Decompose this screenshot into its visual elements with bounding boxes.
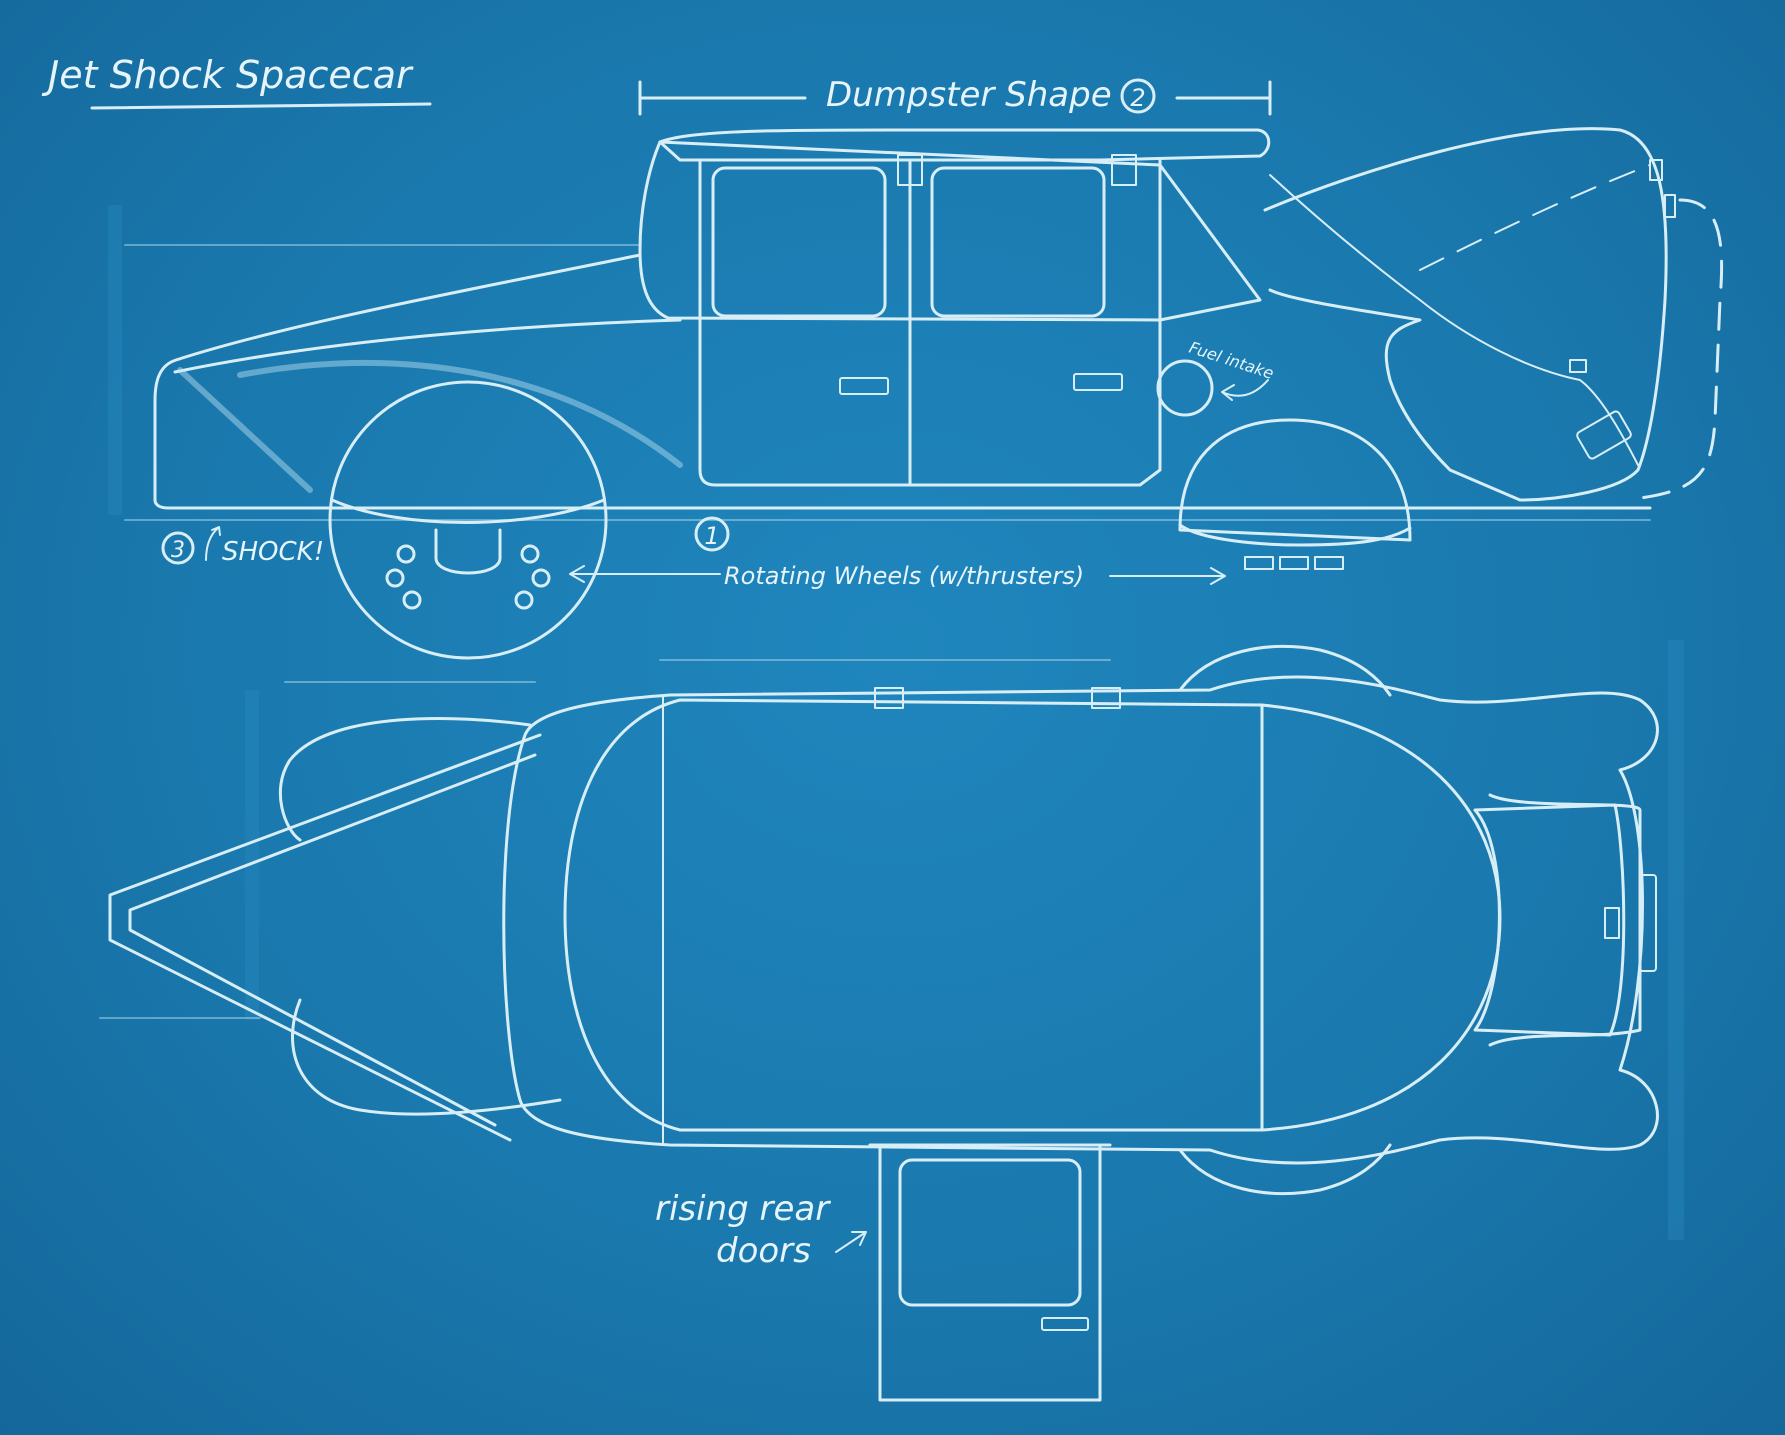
top-view: rising rear doors	[99, 644, 1659, 1402]
front-cowl	[1260, 703, 1502, 1132]
fuel-intake-label: Fuel intake	[1187, 338, 1277, 383]
thruster-pad	[1279, 556, 1309, 570]
lug-nut	[531, 568, 551, 588]
shock-arrow	[205, 526, 221, 561]
marker-three-circle	[161, 531, 195, 565]
top-shell	[502, 675, 1659, 1165]
nose-crease	[1269, 174, 1639, 466]
nose-tab	[1649, 159, 1663, 181]
lug-nut	[514, 590, 534, 610]
headlight	[1576, 410, 1632, 460]
title-text: Jet Shock Spacecar	[41, 53, 414, 97]
rear-highlight	[237, 360, 683, 468]
side-window-right	[930, 166, 1106, 318]
thruster-pad	[1244, 556, 1274, 570]
wheel-hub	[434, 528, 502, 575]
nose-dash-line	[1419, 164, 1651, 271]
top-rear-wheel-upper	[279, 716, 532, 842]
nose-ghost-outline	[1638, 198, 1724, 500]
pillar-tab	[897, 154, 923, 186]
rising-rear-arrow	[835, 1231, 867, 1253]
rear-spike	[108, 733, 542, 1142]
rear-wedge-line	[173, 318, 682, 374]
front-nose	[1263, 127, 1668, 502]
front-wheel-dome	[1178, 418, 1412, 542]
lug-nut	[385, 568, 405, 588]
marker-two-text: 2	[1130, 84, 1145, 112]
nose-tab	[1664, 194, 1676, 218]
marker-one-text: 1	[704, 522, 719, 550]
paper-guide-bar	[1668, 640, 1684, 1240]
top-rear-wheel-lower	[291, 998, 562, 1116]
rear-spike-inner	[128, 753, 537, 1127]
side-window-left	[711, 166, 887, 318]
shock-label: SHOCK!	[222, 537, 324, 567]
top-front-wheel-lower	[1178, 1143, 1392, 1196]
title-underline	[90, 102, 432, 110]
dumpster-shape-label: Dumpster Shape	[826, 75, 1112, 115]
sensor-tab	[1569, 359, 1587, 373]
paper-guide-bar	[108, 205, 122, 515]
thruster-pad	[1314, 556, 1344, 570]
door-handle	[839, 377, 889, 395]
rotating-wheels-label: Rotating Wheels (w/thrusters)	[724, 562, 1084, 590]
rear-wheel	[328, 380, 608, 660]
rotating-wheels-arrow-right	[1109, 567, 1226, 585]
rotating-wheels-arrow-left	[569, 565, 721, 583]
rear-door-window	[898, 1158, 1082, 1307]
rear-wheel-shock-line	[330, 498, 606, 524]
roof-tab	[1091, 687, 1121, 709]
marker-two-circle	[1120, 78, 1156, 114]
marker-three-text: 3	[171, 538, 185, 563]
front-sensor	[1604, 907, 1620, 939]
side-view: 1 3 SHOCK! Rotating Wheels (w/thrusters)…	[124, 127, 1724, 660]
rear-wedge-top	[153, 253, 642, 510]
lug-nut	[396, 544, 416, 564]
paper-guide-bar	[245, 690, 259, 1020]
front-grille	[1639, 874, 1657, 972]
rising-rear-door	[878, 1143, 1102, 1402]
roof-capsule	[563, 698, 1264, 1132]
windshield-top	[1473, 803, 1626, 1037]
dimension-line-left	[638, 80, 807, 116]
fuel-intake-arrow	[1221, 379, 1269, 401]
rear-door-handle	[1041, 1317, 1089, 1331]
pillar-tab	[1111, 154, 1137, 186]
lug-nut	[520, 544, 540, 564]
front-wheel-line	[1178, 523, 1412, 547]
roof-slab	[658, 128, 1271, 162]
roof-tab	[874, 687, 904, 709]
rising-rear-label-2: doors	[716, 1231, 811, 1271]
door-handle	[1073, 373, 1123, 391]
marker-one-circle	[694, 516, 730, 552]
top-front-wheel-upper	[1178, 644, 1392, 697]
lug-nut	[402, 590, 422, 610]
rising-rear-label-1: rising rear	[655, 1189, 831, 1229]
rear-highlight	[177, 367, 313, 493]
door-panel	[698, 158, 1162, 487]
fuel-intake-cap	[1156, 359, 1214, 417]
dimension-line-right	[1175, 80, 1272, 116]
